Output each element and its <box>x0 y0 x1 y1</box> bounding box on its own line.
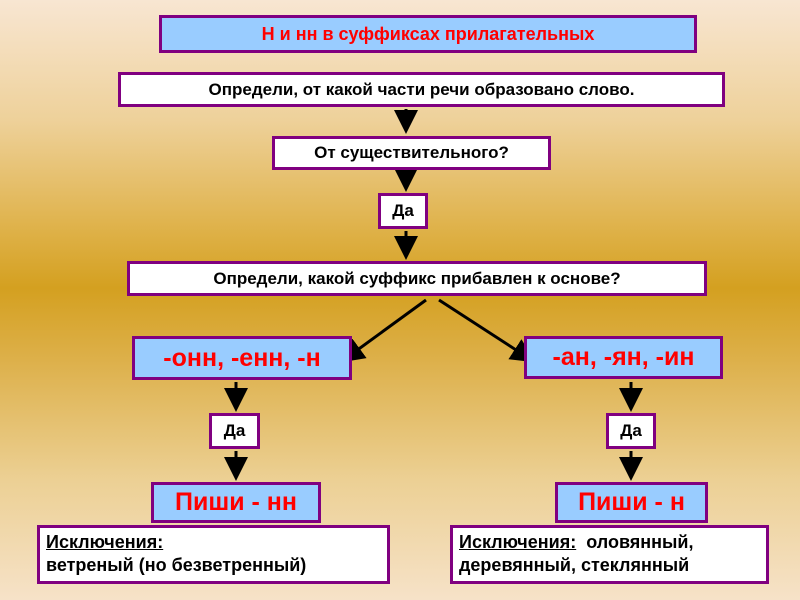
right-yes-box: Да <box>606 413 656 449</box>
right-suffix-box: -ан, -ян, -ин <box>524 336 723 379</box>
left-exceptions-label: Исключения: <box>46 532 164 552</box>
left-exceptions: ветреный (но безветренный) <box>46 555 307 575</box>
left-yes-box: Да <box>209 413 260 449</box>
right-exceptions-label: Исключения: <box>459 532 577 552</box>
step3-text: Определи, какой суффикс прибавлен к осно… <box>213 268 621 288</box>
title-box: Н и нн в суффиксах прилагательных <box>159 15 697 53</box>
right-result: Пиши - н <box>578 488 685 516</box>
left-result-box: Пиши - нн <box>151 482 321 523</box>
right-exceptions-line1: оловянный, <box>586 532 694 552</box>
step1-text: Определи, от какой части речи образовано… <box>208 79 635 99</box>
right-suffixes: -ан, -ян, -ин <box>552 343 695 371</box>
yes-text: Да <box>392 201 414 220</box>
arrow-right <box>438 298 536 363</box>
step1-box: Определи, от какой части речи образовано… <box>118 72 725 107</box>
step2-text: От существительного? <box>314 143 509 162</box>
left-suffixes: -онн, -енн, -н <box>163 343 321 372</box>
right-exceptions-line2: деревянный, стеклянный <box>459 555 690 575</box>
arrow-left <box>340 298 427 363</box>
title: Н и нн в суффиксах прилагательных <box>261 23 595 44</box>
right-result-box: Пиши - н <box>555 482 708 523</box>
step2-box: От существительного? <box>272 136 551 170</box>
step3-box: Определи, какой суффикс прибавлен к осно… <box>127 261 707 296</box>
left-yes-text: Да <box>223 421 246 440</box>
yes-box: Да <box>378 193 428 229</box>
right-exceptions-box: Исключения: оловянный, деревянный, стекл… <box>450 525 769 584</box>
right-yes-text: Да <box>620 421 642 440</box>
left-exceptions-box: Исключения: ветреный (но безветренный) <box>37 525 390 584</box>
left-result: Пиши - нн <box>175 488 297 516</box>
left-suffix-box: -онн, -енн, -н <box>132 336 352 380</box>
